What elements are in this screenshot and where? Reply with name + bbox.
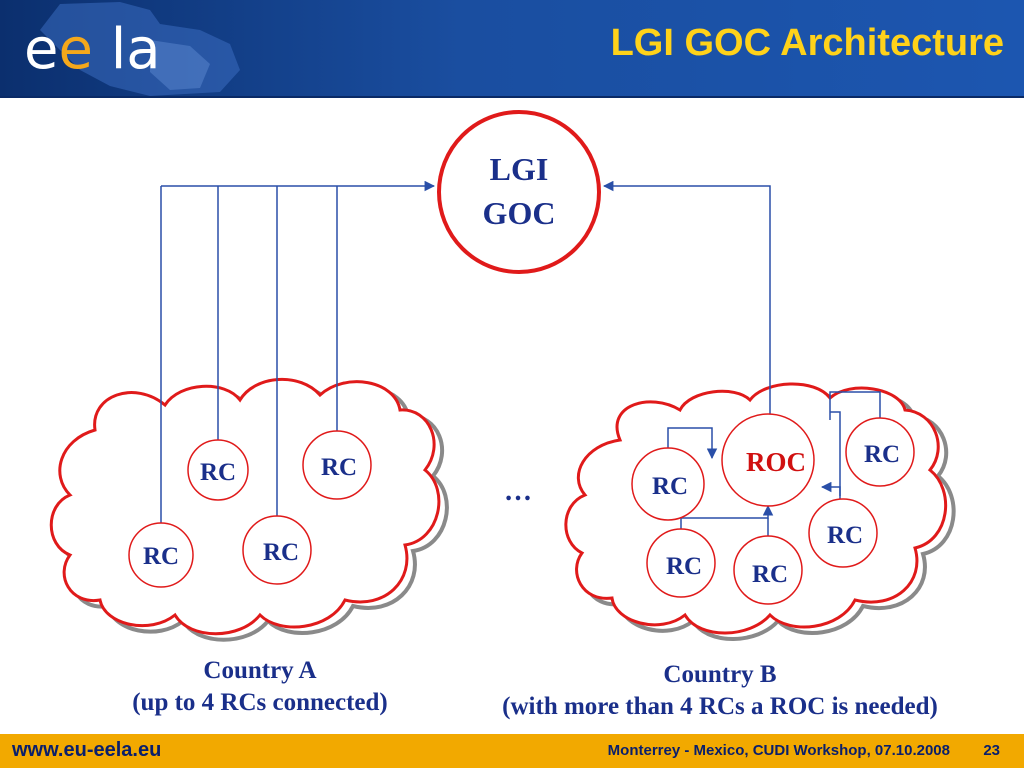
country-b-nodes: ROC RC RC RC RC RC xyxy=(631,413,915,605)
link-rc-b3-to-roc xyxy=(820,481,841,496)
latin-america-map-graphic xyxy=(40,2,240,96)
architecture-diagram: LGI GOC RC RC RC RC … ROC RC RC RC RC RC xyxy=(49,110,956,642)
rc-node-b3: RC xyxy=(808,498,878,568)
rc-a3-label: RC xyxy=(143,543,179,570)
link-rc-b-mid xyxy=(830,411,841,500)
country-a-links xyxy=(160,180,436,525)
country-a-nodes: RC RC RC RC xyxy=(128,430,372,588)
rc-node-b1: RC xyxy=(631,447,705,521)
eela-logo: ee la xyxy=(24,17,161,82)
cloud-country-a xyxy=(49,377,449,642)
caption-country-b: Country B (with more than 4 RCs a ROC is… xyxy=(440,659,1000,723)
lgi-goc-node: LGI GOC xyxy=(437,110,601,274)
rc-node-b5: RC xyxy=(733,535,803,605)
ellipsis-more-countries: … xyxy=(504,476,532,507)
rc-b2-label: RC xyxy=(864,441,900,468)
rc-b4-label: RC xyxy=(666,553,702,580)
goc-label-line2: GOC xyxy=(483,195,556,231)
rc-b1-label: RC xyxy=(652,473,688,500)
link-roc-to-goc xyxy=(602,180,771,420)
country-b-links xyxy=(602,180,881,536)
roc-label: ROC xyxy=(746,447,806,477)
rc-node-a1: RC xyxy=(187,439,249,501)
rc-b3-label: RC xyxy=(827,522,863,549)
rc-a1-label: RC xyxy=(200,459,236,486)
roc-node: ROC xyxy=(721,413,815,507)
footer-bar: www.eu-eela.eu Monterrey - Mexico, CUDI … xyxy=(0,734,1024,768)
caption-country-b-title: Country B xyxy=(663,661,777,688)
caption-country-a-note: (up to 4 RCs connected) xyxy=(132,689,388,716)
footer-website-link[interactable]: www.eu-eela.eu xyxy=(12,739,162,761)
rc-node-a4: RC xyxy=(242,515,312,585)
goc-label-line1: LGI xyxy=(490,151,549,187)
slide-title: LGI GOC Architecture xyxy=(610,22,1004,64)
rc-a2-label: RC xyxy=(321,454,357,481)
link-rc-b2-to-roc xyxy=(829,391,881,420)
header-divider xyxy=(0,96,1024,98)
caption-country-a: Country A (up to 4 RCs connected) xyxy=(60,655,460,719)
rc-node-a2: RC xyxy=(302,430,372,500)
footer-event-info: Monterrey - Mexico, CUDI Workshop, 07.10… xyxy=(607,742,950,759)
rc-node-b4: RC xyxy=(646,528,716,598)
rc-a4-label: RC xyxy=(263,539,299,566)
caption-country-b-note: (with more than 4 RCs a ROC is needed) xyxy=(502,693,938,720)
link-rc-b4-to-roc xyxy=(680,504,774,530)
rc-node-a3: RC xyxy=(128,522,194,588)
footer-page-number: 23 xyxy=(983,742,1000,759)
link-rc-b1-to-roc xyxy=(667,427,718,460)
rc-b5-label: RC xyxy=(752,561,788,588)
header-banner: ee la LGI GOC Architecture xyxy=(0,0,1024,98)
rc-node-b2: RC xyxy=(845,417,915,487)
caption-country-a-title: Country A xyxy=(203,657,317,684)
